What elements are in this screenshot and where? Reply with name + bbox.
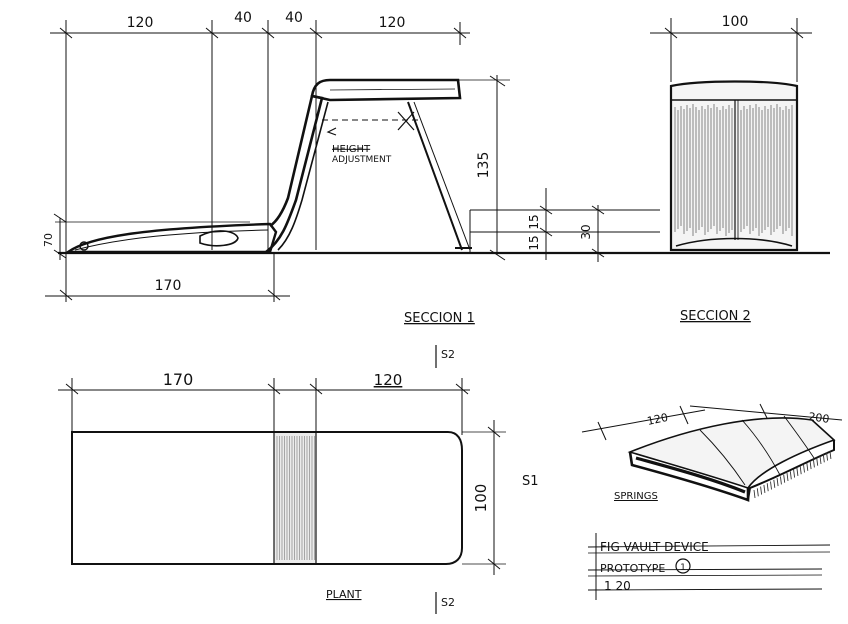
hatch-stroke bbox=[753, 489, 756, 499]
springboard-top bbox=[627, 417, 836, 489]
springboard-side bbox=[628, 451, 750, 502]
prototype-number-circle bbox=[675, 558, 691, 574]
hatch-stroke bbox=[826, 452, 829, 461]
hatch-stroke bbox=[806, 462, 809, 471]
hatch-stroke bbox=[763, 484, 766, 493]
hatch-stroke bbox=[789, 471, 792, 480]
hatch-stroke bbox=[812, 459, 815, 468]
dim-top-3: 40 bbox=[285, 10, 303, 26]
annotation-struck: HEIGHT bbox=[332, 144, 371, 155]
plan-dim-left: 170 bbox=[163, 370, 194, 389]
hatch-stroke bbox=[770, 481, 772, 490]
plan-outline bbox=[71, 431, 463, 565]
hatch-stroke bbox=[793, 469, 796, 478]
section-2-caption: SECCION 2 bbox=[680, 309, 751, 324]
dim-top-1: 120 bbox=[127, 15, 154, 31]
annotation-adjustment: ADJUSTMENT bbox=[332, 155, 392, 165]
support-leg bbox=[407, 101, 463, 251]
hatch-stroke bbox=[773, 479, 776, 488]
section-1 bbox=[45, 20, 830, 302]
perspective-dim-a: 120 bbox=[646, 411, 669, 428]
dim-ticks-top bbox=[59, 20, 467, 260]
hatch-stroke bbox=[756, 488, 759, 497]
top-board bbox=[310, 78, 462, 102]
plan-caption: PLANT bbox=[326, 588, 362, 601]
hatch-stroke bbox=[822, 454, 825, 463]
title-line-2-label: PROTOTYPE bbox=[600, 562, 665, 575]
hatch-stroke bbox=[803, 464, 805, 473]
hatch-stroke bbox=[796, 467, 799, 476]
dim-width-100: 100 bbox=[722, 14, 749, 30]
hatch-stroke bbox=[809, 461, 812, 470]
hatch-stroke bbox=[776, 478, 779, 487]
title-block bbox=[587, 533, 831, 600]
plan-dim-height: 100 bbox=[472, 484, 490, 513]
title-line-1: FIG VAULT DEVICE bbox=[600, 540, 709, 554]
dim-top-4: 120 bbox=[379, 15, 406, 31]
section-mark-top: S2 bbox=[441, 348, 455, 361]
dim-step-a: 15 bbox=[527, 214, 541, 229]
section-mark-bottom: S2 bbox=[441, 596, 455, 609]
hatch-stroke bbox=[786, 472, 789, 482]
hatch-stroke bbox=[829, 450, 832, 459]
section-1-caption: SECCION 1 bbox=[404, 311, 475, 326]
dim-step-total: 30 bbox=[579, 224, 593, 239]
dim-base-170: 170 bbox=[155, 278, 182, 294]
base-pad bbox=[64, 222, 278, 254]
hatch-stroke bbox=[760, 486, 763, 495]
dim-height-135: 135 bbox=[476, 152, 492, 179]
labels: 120 40 40 120 135 70 170 15 15 30 HEIGHT… bbox=[42, 10, 830, 609]
perspective-view bbox=[581, 403, 843, 502]
section-2-hatch bbox=[674, 104, 793, 236]
perspective-caption: SPRINGS bbox=[614, 491, 658, 502]
hatch-stroke bbox=[783, 474, 786, 483]
plan-dim-right: 120 bbox=[374, 371, 403, 389]
dim-step-b: 15 bbox=[527, 235, 541, 250]
plan-view bbox=[58, 345, 506, 614]
dim-base-left-70: 70 bbox=[42, 233, 55, 247]
section-2 bbox=[650, 18, 812, 252]
hatch-stroke bbox=[779, 476, 782, 485]
hatch-stroke bbox=[819, 455, 822, 465]
hatch-stroke bbox=[816, 457, 819, 466]
title-line-2-number: 1 bbox=[680, 563, 686, 573]
hatch-stroke bbox=[766, 483, 769, 492]
section-2-body bbox=[669, 80, 799, 252]
section-mark-side: S1 bbox=[522, 474, 539, 489]
hatch-stroke bbox=[799, 466, 802, 475]
perspective-dim-b: 200 bbox=[808, 410, 831, 426]
plan-hatch-zone bbox=[274, 433, 316, 563]
dim-top-2: 40 bbox=[234, 10, 252, 26]
title-line-3: 1 20 bbox=[604, 579, 631, 593]
